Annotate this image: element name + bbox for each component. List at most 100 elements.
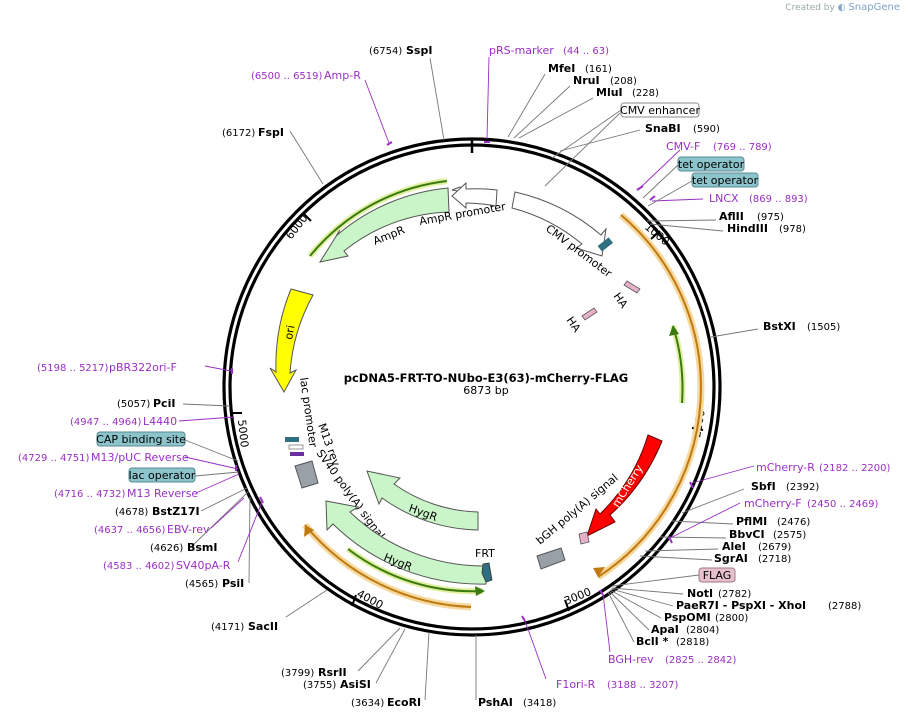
site-leaders [182, 57, 759, 701]
box-cmv-enhancer-label: CMV enhancer [620, 104, 700, 117]
box-cap-binding-site-label: CAP binding site [96, 433, 186, 446]
primer-mcherry-r: mCherry-R [756, 461, 815, 474]
site-bbvci-pos: (2575) [773, 530, 806, 541]
site-bstz17i: BstZ17I [152, 505, 200, 518]
site-pcii-pos: (5057) [117, 399, 150, 410]
primer-ebv-rev: EBV-rev [167, 523, 210, 536]
primer-prs-marker: pRS-marker [489, 44, 554, 57]
primer-l4440-range: (4947 .. 4964) [70, 417, 142, 428]
site-paer7i-pspxi-xhoi: PaeR7I - PspXI - XhoI [676, 599, 806, 612]
site-ecori-pos: (3634) [351, 698, 384, 709]
site-psii: PsiI [222, 577, 244, 590]
site-nrui-pos: (208) [610, 76, 637, 87]
primer-cmv-f: CMV-F [666, 140, 700, 153]
feature-cmv-promoter: CMV promoter [511, 191, 615, 280]
primer-pbr322ori-f-range: (5198 .. 5217) [37, 363, 109, 374]
primer-sv40pa-r: SV40pA-R [176, 559, 231, 572]
site-alei: AleI [722, 540, 746, 553]
site-sacii: SacII [248, 620, 278, 633]
site-bstxi: BstXI [763, 320, 796, 333]
box-lac-operator-label: lac operator [129, 469, 196, 482]
site-bstz17i-pos: (4678) [115, 507, 148, 518]
site-bbvci: BbvCI [729, 528, 765, 541]
site-sgrai-pos: (2718) [758, 554, 791, 565]
primer-m13-puc-reverse-range: (4729 .. 4751) [18, 453, 90, 464]
site-alei-pos: (2679) [758, 542, 791, 553]
tet-operator-mark [597, 237, 613, 252]
primer-sv40pa-r-range: (4583 .. 4602) [103, 561, 175, 572]
site-hindiii-pos: (978) [779, 224, 806, 235]
box-flag-label: FLAG [703, 569, 732, 582]
primer-mcherry-r-range: (2182 .. 2200) [819, 463, 891, 474]
site-sgrai: SgrAI [714, 552, 748, 565]
site-bcli-pos: (2818) [676, 637, 709, 648]
primer-cmv-f-range: (769 .. 789) [713, 142, 772, 153]
site-bcli: BclI * [636, 635, 669, 648]
primer-amp-r-range: (6500 .. 6519) [251, 71, 323, 82]
site-sbfi-pos: (2392) [786, 482, 819, 493]
site-pcii: PciI [153, 397, 175, 410]
site-asisi-pos: (3755) [303, 680, 336, 691]
site-mfei: MfeI [548, 62, 575, 75]
site-pshai: PshAI [478, 696, 513, 709]
plasmid-name: pcDNA5-FRT-TO-NUbo-E3(63)-mCherry-FLAG [344, 371, 629, 385]
site-mlui: MluI [596, 86, 623, 99]
site-fspi: FspI [258, 126, 284, 139]
feature-boxes: CMV enhancer tet operator tet operator C… [96, 102, 759, 583]
site-hindiii: HindIII [727, 222, 768, 235]
primer-leaders [178, 56, 755, 680]
site-sspi: SspI [406, 44, 432, 57]
plasmid-size: 6873 bp [463, 384, 508, 397]
site-asisi: AsiSI [340, 678, 371, 691]
primer-m13-reverse-range: (4716 .. 4732) [54, 489, 126, 500]
site-psii-pos: (4565) [185, 579, 218, 590]
primer-pbr322ori-f: pBR322ori-F [109, 361, 177, 374]
primer-bgh-rev-range: (2825 .. 2842) [665, 655, 737, 666]
primer-lncx: LNCX [709, 192, 739, 205]
primer-f1ori-r-range: (3188 .. 3207) [607, 680, 679, 691]
credit-prefix: Created by [785, 3, 835, 13]
primer-labels: pRS-marker (44 .. 63) (6500 .. 6519) Amp… [18, 44, 891, 691]
site-sspi-pos: (6754) [369, 46, 402, 57]
m13-mark [290, 452, 304, 456]
label-ha-1: HA [611, 290, 631, 311]
site-sbfi: SbfI [751, 480, 776, 493]
site-apai-pos: (2804) [686, 625, 719, 636]
primer-mcherry-f: mCherry-F [744, 497, 802, 510]
box-tet-operator-2-label: tet operator [692, 174, 759, 187]
orf-arcs [302, 178, 705, 611]
label-ha-2: HA [564, 314, 584, 335]
site-rsrii: RsrII [318, 666, 347, 679]
site-paer7i-pspxi-xhoi-pos: (2788) [828, 601, 861, 612]
lac-op-mark [288, 444, 304, 450]
feature-ha: HA HA [564, 280, 641, 335]
site-snabi: SnaBI [645, 122, 681, 135]
primer-l4440: L4440 [143, 415, 177, 428]
primer-lncx-range: (869 .. 893) [749, 194, 808, 205]
primer-m13-reverse: M13 Reverse [127, 487, 198, 500]
site-aflii: AflII [719, 210, 744, 223]
snapgene-credit: Created by ◐ SnapGene [785, 2, 900, 13]
credit-brand: SnapGene [848, 2, 900, 13]
site-mlui-pos: (228) [632, 88, 659, 99]
site-rsrii-pos: (3799) [281, 668, 314, 679]
primer-bgh-rev: BGH-rev [608, 653, 654, 666]
box-tet-operator-2 [691, 172, 759, 188]
cap-site-mark [285, 437, 299, 442]
sv40-mark [294, 460, 319, 489]
site-nrui: NruI [573, 74, 600, 87]
box-tet-operator-1 [677, 156, 745, 172]
site-fspi-pos: (6172) [222, 128, 255, 139]
site-bsmi: BsmI [187, 541, 218, 554]
snapgene-logo-icon: ◐ [837, 3, 846, 13]
primer-mcherry-f-range: (2450 .. 2469) [807, 499, 879, 510]
label-frt: FRT [475, 547, 495, 560]
primer-amp-r: Amp-R [324, 69, 361, 82]
feature-ori: ori [269, 288, 314, 394]
label-lac-promoter: lac promoter [297, 377, 320, 449]
primer-f1ori-r: F1ori-R [556, 678, 596, 691]
primer-ebv-rev-range: (4637 .. 4656) [94, 525, 166, 536]
primer-prs-marker-range: (44 .. 63) [563, 46, 609, 57]
site-aflii-pos: (975) [757, 212, 784, 223]
